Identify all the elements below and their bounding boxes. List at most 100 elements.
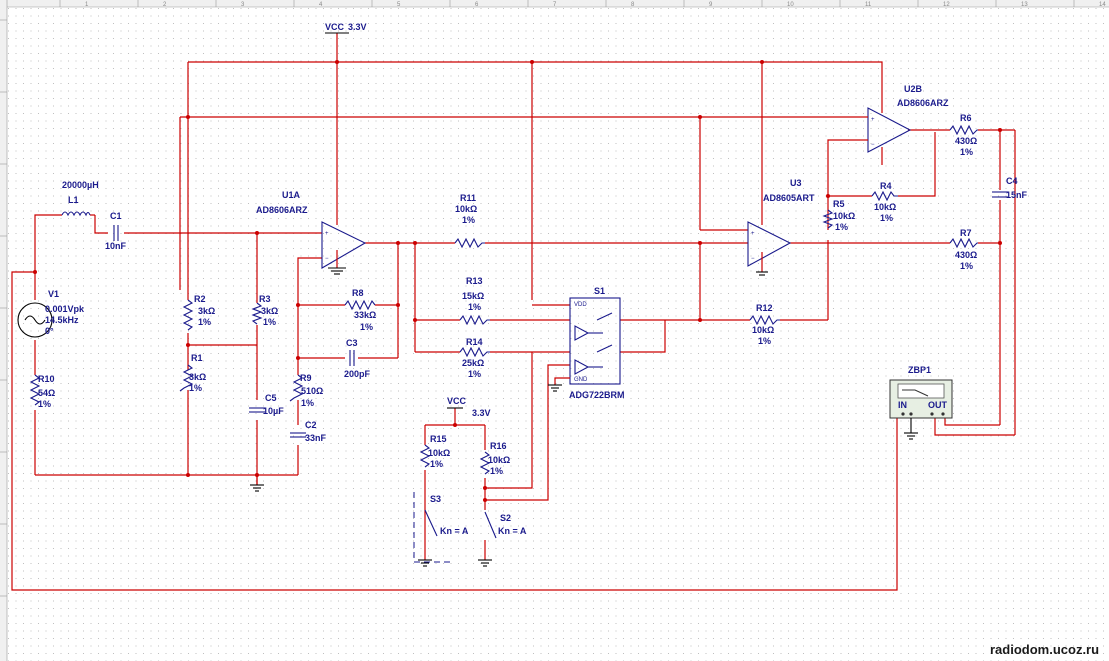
vcc-top-voltage: 3.3V [348, 22, 367, 32]
s1-switch-ic[interactable]: VDD GND S1 ADG722BRM [569, 286, 625, 400]
v1-source[interactable]: V1 0.001Vpk 14.5kHz 0° [17, 289, 85, 338]
top-ruler-label: 11 [865, 2, 872, 8]
r3-ref: R3 [259, 294, 271, 304]
r5-tol: 1% [835, 222, 848, 232]
top-ruler-label: 6 [475, 2, 479, 8]
r3-resistor[interactable]: R3 3kΩ 1% [251, 294, 278, 327]
c1-capacitor[interactable]: C1 10nF [105, 211, 127, 251]
u1a-ref: U1A [282, 190, 301, 200]
zbp1-out-label: OUT [928, 400, 948, 410]
r14-value: 25kΩ [462, 358, 484, 368]
r10-resistor[interactable]: R10 54Ω 1% [29, 374, 55, 409]
r7-resistor[interactable]: R7 430Ω 1% [949, 228, 978, 271]
r13-tol: 1% [468, 302, 481, 312]
s2-key: Kn = A [498, 526, 527, 536]
top-ruler-label: 1 [85, 2, 89, 8]
u1a-opamp[interactable]: + − U1A AD8606ARZ [256, 190, 367, 275]
r9-tol: 1% [301, 398, 314, 408]
ground-s3 [418, 559, 432, 567]
r15-resistor[interactable]: R15 10kΩ 1% [419, 434, 450, 469]
r13-value: 15kΩ [462, 291, 484, 301]
r10-value: 54Ω [38, 388, 55, 398]
r15-value: 10kΩ [428, 448, 450, 458]
svg-text:−: − [871, 142, 875, 148]
watermark: radiodom.ucoz.ru [990, 642, 1099, 657]
s3-key: Kn = A [440, 526, 469, 536]
u1a-part: AD8606ARZ [256, 205, 308, 215]
r16-ref: R16 [490, 441, 507, 451]
r8-resistor[interactable]: R8 33kΩ 1% [344, 288, 376, 332]
r5-resistor[interactable]: R5 10kΩ 1% [822, 199, 855, 232]
s1-ref: S1 [594, 286, 605, 296]
r10-ref: R10 [38, 374, 55, 384]
ground-s2 [478, 559, 492, 567]
c2-ref: C2 [305, 420, 317, 430]
v1-frequency: 14.5kHz [45, 315, 79, 325]
r14-ref: R14 [466, 337, 483, 347]
r14-resistor[interactable]: R14 25kΩ 1% [459, 337, 490, 379]
l1-inductor[interactable]: 20000µH L1 [61, 180, 99, 217]
r1-value: 3kΩ [189, 372, 206, 382]
c4-ref: C4 [1006, 176, 1018, 186]
r1-resistor[interactable]: R1 3kΩ 1% [179, 353, 206, 393]
r9-resistor[interactable]: R9 510Ω 1% [289, 373, 323, 408]
r5-value: 10kΩ [833, 211, 855, 221]
svg-text:+: + [325, 231, 329, 237]
r6-tol: 1% [960, 147, 973, 157]
u3-opamp[interactable]: + − U3 AD8605ART [747, 178, 815, 272]
r12-resistor[interactable]: R12 10kΩ 1% [749, 303, 780, 346]
vcc-bottom-symbol[interactable]: VCC 3.3V [447, 396, 491, 418]
left-ruler [0, 0, 8, 661]
zbp1-bode-plotter[interactable]: ZBP1 IN OUT [889, 365, 953, 440]
r4-tol: 1% [880, 213, 893, 223]
zbp1-ref: ZBP1 [908, 365, 931, 375]
u3-part: AD8605ART [763, 193, 815, 203]
top-ruler-label: 13 [1021, 2, 1028, 8]
r14-tol: 1% [468, 369, 481, 379]
r12-value: 10kΩ [752, 325, 774, 335]
r13-resistor[interactable]: R13 15kΩ 1% [459, 276, 490, 326]
c1-ref: C1 [110, 211, 122, 221]
r15-ref: R15 [430, 434, 447, 444]
u2b-opamp[interactable]: + − U2B AD8606ARZ [860, 84, 949, 165]
c4-capacitor[interactable]: C4 15nF [992, 176, 1028, 200]
r11-resistor[interactable]: R11 10kΩ 1% [454, 193, 485, 249]
r4-value: 10kΩ [874, 202, 896, 212]
svg-text:VDD: VDD [574, 302, 587, 308]
s2-switch[interactable]: S2 Kn = A [484, 511, 527, 539]
r2-tol: 1% [198, 317, 211, 327]
vcc-bottom-label: VCC [447, 396, 467, 406]
c2-capacitor[interactable]: C2 33nF [290, 420, 327, 443]
svg-text:−: − [751, 256, 755, 262]
svg-text:−: − [325, 256, 329, 262]
v1-phase: 0° [45, 326, 54, 336]
r16-resistor[interactable]: R16 10kΩ 1% [479, 441, 510, 476]
wires [11, 33, 1016, 591]
r2-resistor[interactable]: R2 3kΩ 1% [182, 294, 215, 331]
s3-ref: S3 [430, 494, 441, 504]
l1-ref: L1 [68, 195, 79, 205]
r16-value: 10kΩ [488, 455, 510, 465]
u2b-part: AD8606ARZ [897, 98, 949, 108]
r6-resistor[interactable]: R6 430Ω 1% [949, 113, 978, 157]
c3-capacitor[interactable]: C3 200pF [344, 338, 371, 379]
svg-text:+: + [751, 231, 755, 237]
l1-value: 20000µH [62, 180, 99, 190]
vcc-top-symbol[interactable]: VCC 3.3V [325, 22, 367, 34]
top-ruler-label: 8 [631, 2, 635, 8]
r16-tol: 1% [490, 466, 503, 476]
r3-tol: 1% [263, 317, 276, 327]
r4-resistor[interactable]: R4 10kΩ 1% [871, 181, 898, 223]
c5-capacitor[interactable]: C5 10µF [249, 393, 284, 416]
v1-amplitude: 0.001Vpk [45, 304, 85, 314]
top-ruler-label: 2 [163, 2, 167, 8]
r11-tol: 1% [462, 215, 475, 225]
r8-tol: 1% [360, 322, 373, 332]
s3-switch[interactable]: S3 Kn = A [413, 492, 469, 563]
r7-value: 430Ω [955, 250, 977, 260]
top-ruler-label: 3 [241, 2, 245, 8]
c1-value: 10nF [105, 241, 127, 251]
r2-ref: R2 [194, 294, 206, 304]
